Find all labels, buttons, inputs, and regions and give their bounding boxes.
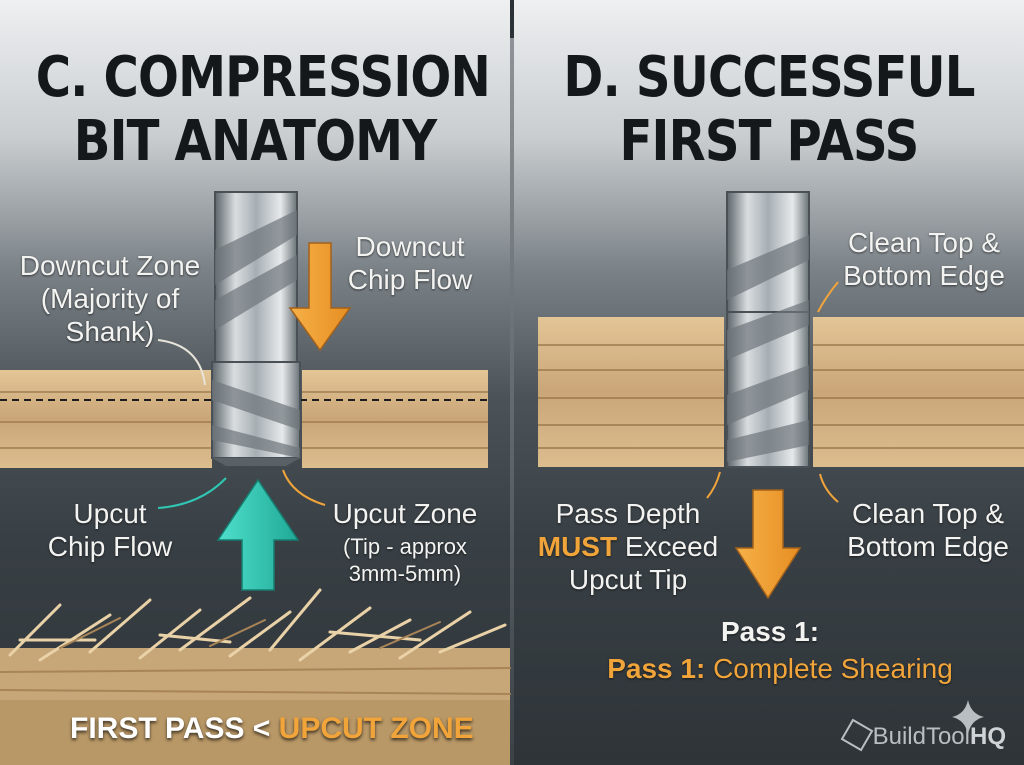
upcut-chip-flow-label: Upcut Chip Flow bbox=[40, 497, 180, 563]
downcut-flow-line1: Downcut bbox=[355, 231, 465, 262]
left-title: C. COMPRESSION BIT ANATOMY bbox=[35, 45, 491, 174]
left-title-line2: BIT ANATOMY bbox=[73, 109, 437, 174]
left-leader-lines bbox=[157, 339, 326, 509]
clean-edge-top-line2: Bottom Edge bbox=[843, 260, 1005, 291]
sparkle-icon bbox=[952, 700, 984, 734]
pass-depth-label: Pass Depth MUST Exceed Upcut Tip bbox=[528, 497, 728, 596]
clean-edge-bottom-label: Clean Top & Bottom Edge bbox=[838, 497, 1018, 563]
pass-heading: Pass 1: bbox=[720, 616, 820, 647]
right-compression-bit bbox=[726, 191, 810, 468]
complete-shearing-text: Complete Shearing bbox=[705, 653, 953, 684]
downcut-arrow-icon bbox=[288, 242, 352, 352]
upcut-arrow-icon bbox=[216, 478, 300, 591]
left-compression-bit bbox=[211, 191, 301, 466]
upcut-flow-line2: Chip Flow bbox=[47, 531, 173, 562]
pass-direction-arrow-icon bbox=[734, 489, 802, 600]
right-wood-board bbox=[538, 317, 1024, 467]
wood-splinters bbox=[0, 588, 511, 765]
upcut-zone-note-line2: 3mm-5mm) bbox=[348, 561, 462, 586]
downcut-flow-line2: Chip Flow bbox=[347, 264, 473, 295]
pass-one-emphasis: Pass 1: bbox=[607, 653, 706, 684]
downcut-chip-flow-label: Downcut Chip Flow bbox=[340, 230, 480, 296]
right-title-line2: FIRST PASS bbox=[619, 109, 920, 174]
upcut-zone-label: Upcut Zone bbox=[322, 497, 488, 530]
must-emphasis: MUST bbox=[537, 531, 618, 562]
cube-logo-icon bbox=[840, 718, 873, 752]
upcut-flow-line1: Upcut bbox=[73, 498, 147, 529]
right-title-line1: D. SUCCESSFUL bbox=[563, 45, 975, 110]
right-title: D. SUCCESSFUL FIRST PASS bbox=[550, 46, 989, 174]
downcut-zone-line2: (Majority of bbox=[40, 283, 180, 314]
upcut-zone-note: (Tip - approx 3mm-5mm) bbox=[322, 533, 488, 587]
brand-name: BuildTool bbox=[872, 723, 970, 750]
first-pass-caption: FIRST PASS < UPCUT ZONE bbox=[70, 712, 474, 746]
upcut-zone-note-line1: (Tip - approx bbox=[343, 534, 467, 559]
downcut-zone-line1: Downcut Zone bbox=[19, 250, 201, 281]
right-leader-lines bbox=[706, 281, 839, 503]
pass-depth-line3: Upcut Tip bbox=[568, 564, 688, 595]
clean-edge-bottom-line1: Clean Top & bbox=[851, 498, 1005, 529]
clean-edge-top-line1: Clean Top & bbox=[847, 227, 1001, 258]
caption-first-pass: FIRST PASS < bbox=[70, 712, 271, 745]
pass-depth-line2: MUST Exceed bbox=[528, 530, 728, 563]
left-title-line1: C. COMPRESSION bbox=[35, 45, 491, 110]
caption-upcut-zone: UPCUT ZONE bbox=[278, 712, 474, 745]
upcut-zone-title: Upcut Zone bbox=[332, 498, 478, 529]
exceed-text: Exceed bbox=[617, 531, 719, 562]
left-wood-board bbox=[0, 370, 488, 468]
panel-divider bbox=[510, 38, 514, 765]
brand-suffix: HQ bbox=[970, 723, 1006, 750]
downcut-zone-label: Downcut Zone (Majority of Shank) bbox=[10, 249, 210, 348]
downcut-zone-line3: Shank) bbox=[65, 316, 155, 347]
clean-edge-top-label: Clean Top & Bottom Edge bbox=[836, 226, 1012, 292]
pass-depth-line1: Pass Depth bbox=[555, 498, 701, 529]
clean-edge-bottom-line2: Bottom Edge bbox=[847, 531, 1009, 562]
pass-complete-shearing: Pass 1: Complete Shearing bbox=[560, 652, 1000, 685]
brand-watermark: BuildToolHQ bbox=[840, 718, 1006, 752]
